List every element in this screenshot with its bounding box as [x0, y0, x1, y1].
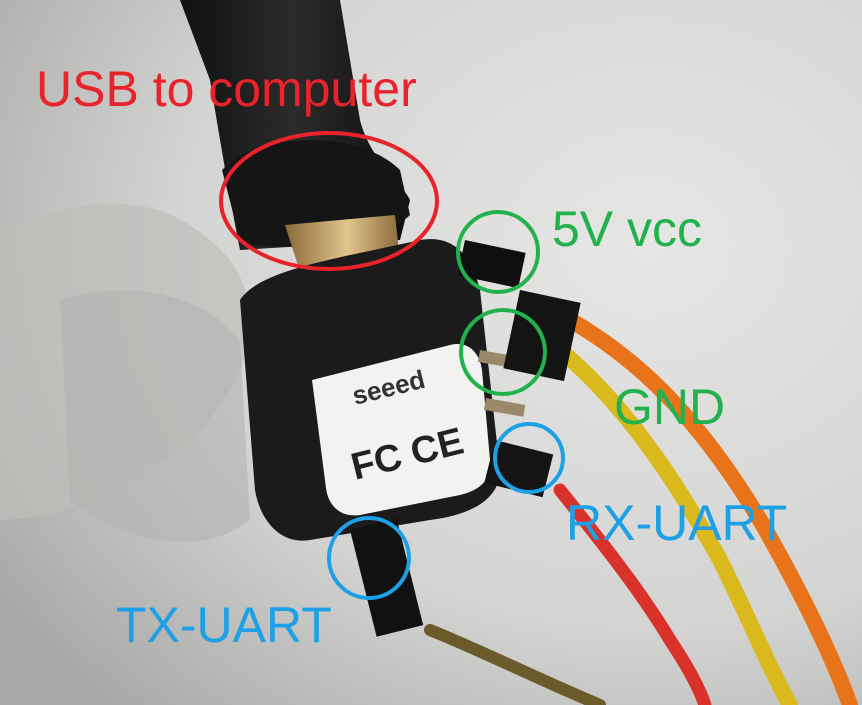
wire-gnd	[552, 342, 798, 705]
header-tx	[350, 518, 424, 637]
annotation-gnd-circle	[459, 308, 547, 396]
label-5v-vcc: 5V vcc	[552, 201, 703, 257]
board-shadow	[60, 290, 250, 542]
wire-tx	[424, 624, 606, 705]
annotation-tx-circle	[327, 516, 411, 600]
board-shield	[312, 344, 491, 516]
annotation-usb-circle	[219, 131, 439, 271]
label-tx-uart: TX-UART	[116, 597, 332, 653]
wire-rx	[553, 483, 712, 705]
label-gnd: GND	[614, 379, 726, 435]
annotation-rx-circle	[493, 422, 565, 494]
header-rx	[484, 440, 554, 498]
header-vcc	[457, 240, 526, 289]
annotation-vcc-circle	[456, 210, 540, 294]
wire-vcc	[562, 312, 858, 705]
label-rx-uart: RX-UART	[566, 495, 788, 551]
board-pin-2	[483, 398, 526, 417]
label-usb-to-computer: USB to computer	[36, 61, 417, 117]
